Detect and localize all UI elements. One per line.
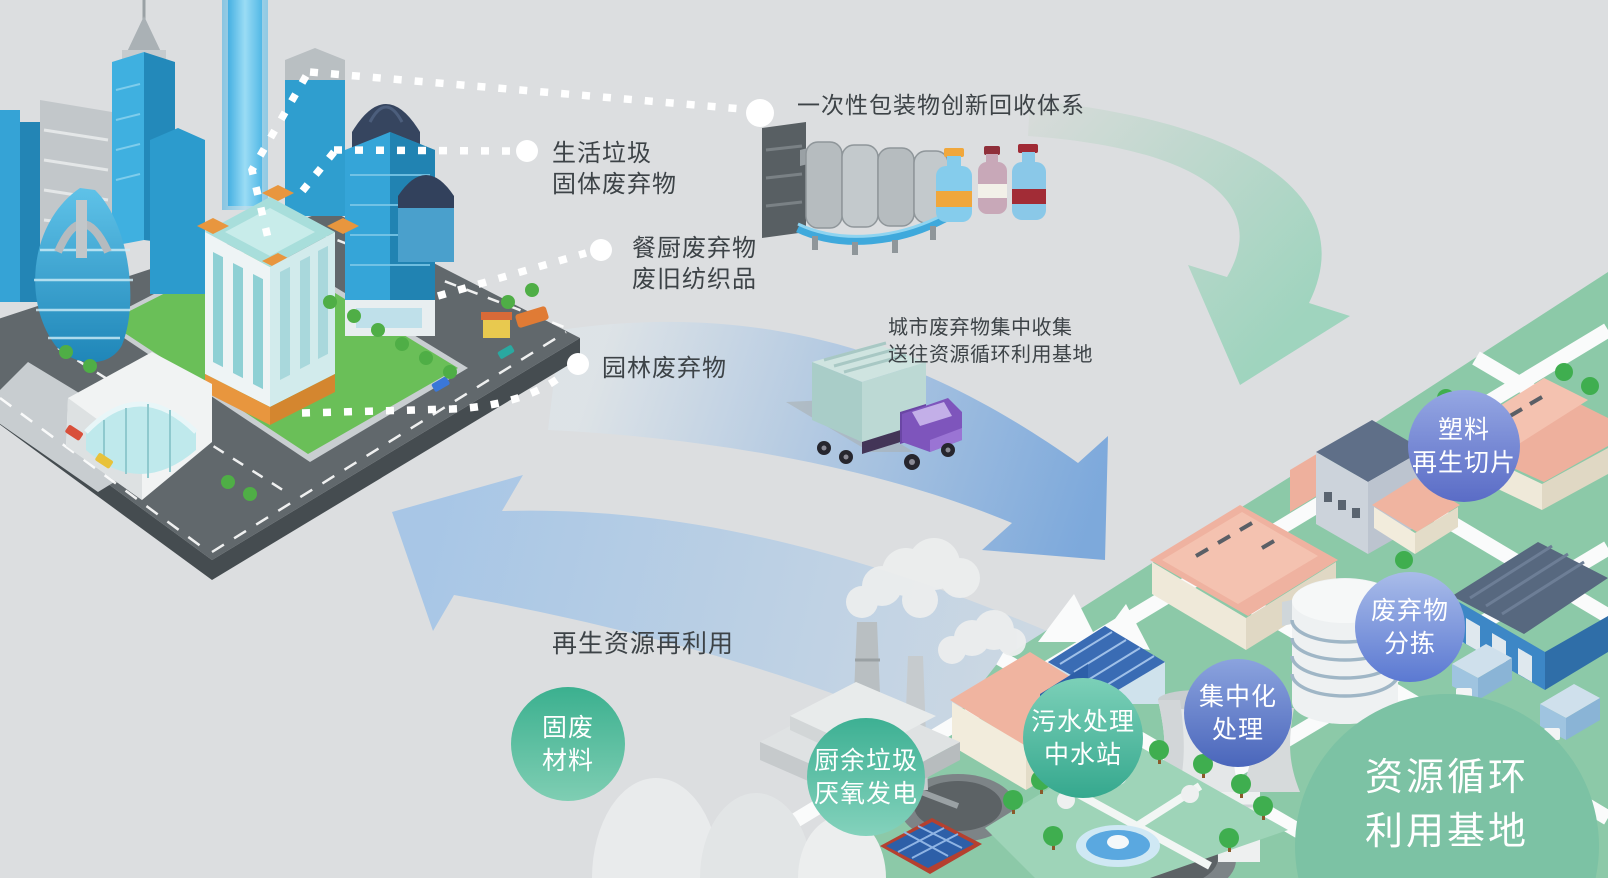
badge-plastic-line1: 塑料 bbox=[1437, 415, 1490, 444]
dotted-connector-garden bbox=[301, 369, 569, 417]
connector-dot-kitchen bbox=[590, 239, 612, 261]
label-household-line1: 生活垃圾 bbox=[552, 139, 652, 167]
plastic-bottles-icon bbox=[936, 144, 1046, 222]
label-recycled-reuse: 再生资源再利用 bbox=[552, 629, 735, 658]
badge-sewage-line2: 中水站 bbox=[1043, 740, 1122, 769]
garbage-truck-icon bbox=[786, 341, 962, 470]
badge-central-line1: 集中化 bbox=[1198, 682, 1277, 711]
house-small bbox=[1372, 478, 1460, 554]
badge-sorting-line1: 废弃物 bbox=[1370, 596, 1449, 625]
flow-arrow-city-to-base bbox=[548, 321, 1108, 560]
badge-waste-sorting: 废弃物 分拣 bbox=[1355, 572, 1465, 682]
flow-arrow-packaging-to-base bbox=[1028, 100, 1350, 385]
smoke-puffs bbox=[846, 538, 1026, 664]
label-collection-line1: 城市废弃物集中收集 bbox=[888, 315, 1073, 339]
badge-central-line2: 处理 bbox=[1211, 715, 1264, 744]
dark-dome-tower-small bbox=[398, 175, 454, 262]
badge-centralized-treatment: 集中化 处理 bbox=[1184, 659, 1292, 767]
dotted-connector-packaging bbox=[309, 68, 743, 113]
dotted-trace-household bbox=[297, 149, 337, 197]
packaging-system-title: 一次性包装物创新回收体系 bbox=[797, 93, 1085, 119]
city-illustration bbox=[0, 0, 580, 580]
badge-solid-waste-materials: 固废 材料 bbox=[511, 687, 625, 801]
label-collection-note: 城市废弃物集中收集 送往资源循环利用基地 bbox=[888, 314, 1093, 368]
recycling-machine-illustration bbox=[762, 122, 955, 255]
label-garden-waste: 园林废弃物 bbox=[602, 354, 727, 382]
base-circle-line2: 利用基地 bbox=[1364, 809, 1529, 853]
label-kitchen-waste: 餐厨废弃物 废旧纺织品 bbox=[632, 233, 757, 295]
connector-dot-household bbox=[516, 140, 538, 162]
badge-anaerobic-line2: 厌氧发电 bbox=[813, 779, 918, 808]
badge-solid-line2: 材料 bbox=[541, 746, 594, 775]
street-props bbox=[65, 306, 549, 469]
label-collection-line2: 送往资源循环利用基地 bbox=[888, 342, 1093, 366]
badge-plastic-line2: 再生切片 bbox=[1411, 448, 1516, 477]
city-trees bbox=[59, 283, 539, 501]
badge-plastic-recycled-chips: 塑料 再生切片 bbox=[1408, 390, 1520, 502]
dotted-connectors bbox=[248, 68, 743, 417]
badge-solid-line1: 固废 bbox=[541, 713, 594, 742]
connector-dot-packaging bbox=[746, 99, 774, 127]
dotted-trace-tower bbox=[248, 74, 310, 239]
dotted-connector-kitchen bbox=[436, 249, 588, 300]
badge-anaerobic-line1: 厨余垃圾 bbox=[813, 746, 918, 775]
label-kitchen-line1: 餐厨废弃物 bbox=[632, 234, 757, 262]
solar-array bbox=[880, 818, 982, 874]
label-household-line2: 固体废弃物 bbox=[552, 170, 677, 198]
label-household-waste: 生活垃圾 固体废弃物 bbox=[552, 138, 677, 200]
label-kitchen-line2: 废旧纺织品 bbox=[632, 265, 757, 293]
badge-sewage-treatment: 污水处理 中水站 bbox=[1023, 678, 1143, 798]
warehouse-salmon-center bbox=[1150, 505, 1338, 650]
dotted-connector-household bbox=[333, 146, 513, 155]
connector-dot-garden bbox=[567, 353, 589, 375]
badge-sorting-line2: 分拣 bbox=[1383, 629, 1436, 658]
badge-anaerobic-power: 厨余垃圾 厌氧发电 bbox=[807, 718, 925, 836]
connector-dots bbox=[516, 99, 774, 375]
base-circle-line1: 资源循环 bbox=[1364, 755, 1529, 799]
curved-glass-building bbox=[34, 188, 133, 363]
badge-sewage-line1: 污水处理 bbox=[1030, 707, 1135, 736]
